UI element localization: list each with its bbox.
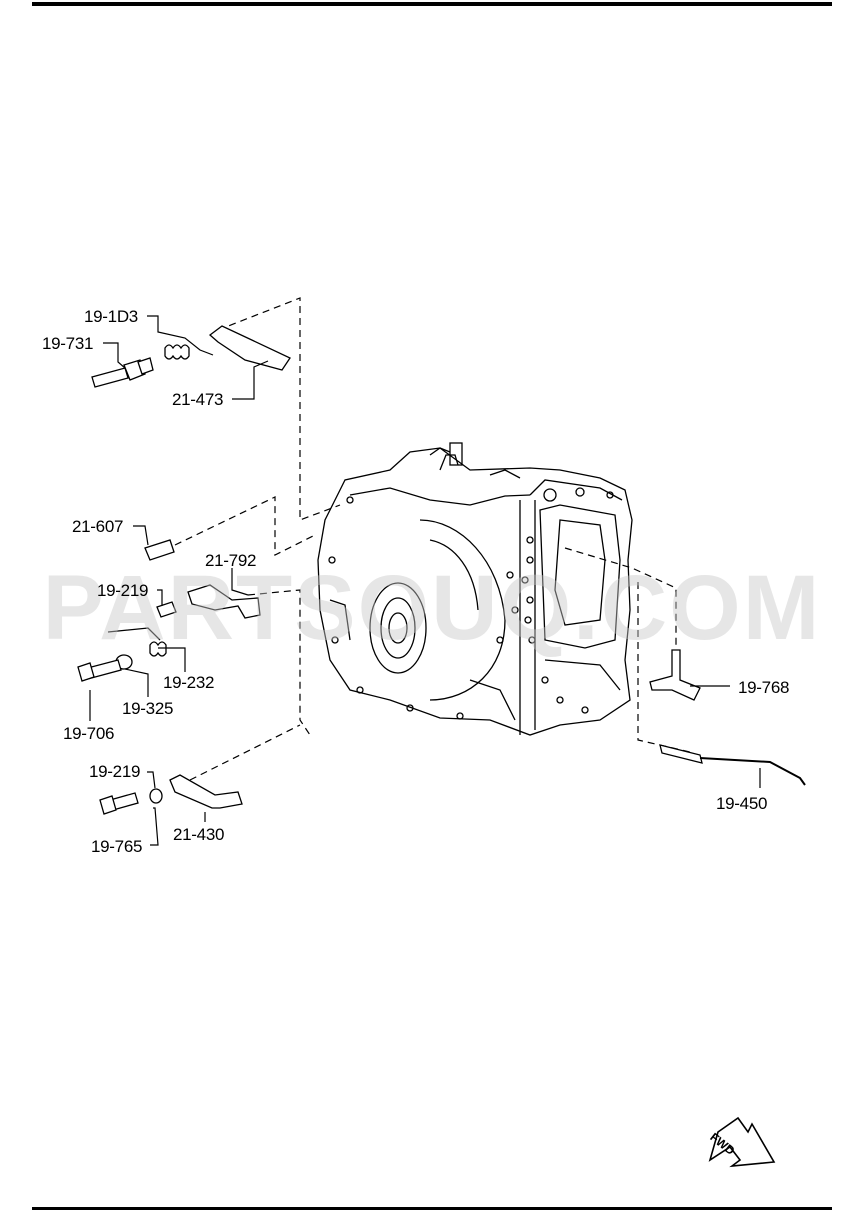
part-label-19-765[interactable]: 19-765 xyxy=(91,837,143,856)
callout-leader-lines xyxy=(89,315,761,846)
part-21-607-pin-shape xyxy=(144,539,175,561)
part-19-450-cable-shape xyxy=(659,744,703,764)
part-19-731-bolt-shape xyxy=(91,367,129,388)
part-label-19-325[interactable]: 19-325 xyxy=(122,699,174,718)
part-label-19-219-lower[interactable]: 19-219 xyxy=(89,762,141,781)
transmission-case-drawing xyxy=(317,442,633,736)
dashed-leader-lines xyxy=(174,297,691,781)
part-label-21-473[interactable]: 21-473 xyxy=(172,390,224,409)
part-label-19-768[interactable]: 19-768 xyxy=(738,678,790,697)
fwd-direction-arrow-icon xyxy=(708,1116,776,1168)
part-drawings xyxy=(77,325,806,815)
part-label-19-1d3[interactable]: 19-1D3 xyxy=(84,307,138,326)
part-label-19-706[interactable]: 19-706 xyxy=(63,724,115,743)
part-label-19-219-upper[interactable]: 19-219 xyxy=(97,581,149,600)
part-label-19-731[interactable]: 19-731 xyxy=(42,334,94,353)
part-21-473-bracket-shape xyxy=(208,325,291,371)
top-border-rule xyxy=(32,2,832,6)
part-19-768-sensor-shape xyxy=(649,649,701,701)
part-21-792-bracket-shape xyxy=(187,584,261,619)
part-19-765-washer-shape xyxy=(149,788,163,804)
part-label-19-450[interactable]: 19-450 xyxy=(716,794,768,813)
part-19-1d3-spring-shape xyxy=(164,344,190,360)
part-label-19-232[interactable]: 19-232 xyxy=(163,673,215,692)
part-19-232-clip-shape xyxy=(107,627,161,641)
part-19-219-bolt-shape xyxy=(156,601,177,618)
part-label-21-792[interactable]: 21-792 xyxy=(205,551,257,570)
bottom-border-rule xyxy=(32,1207,832,1210)
part-label-21-607[interactable]: 21-607 xyxy=(72,517,124,536)
part-label-21-430[interactable]: 21-430 xyxy=(173,825,225,844)
part-21-430-bracket-shape xyxy=(169,774,243,809)
